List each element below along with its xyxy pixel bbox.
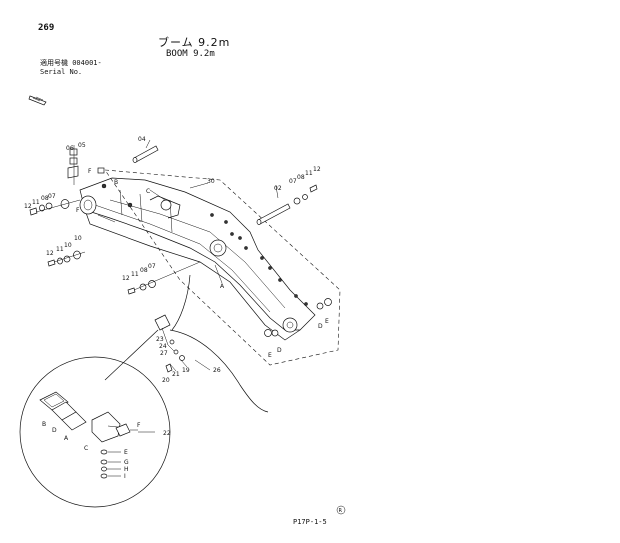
callout-12-cyl: 12	[122, 275, 130, 282]
callout-05: 05	[78, 142, 86, 149]
diagram-title-english: BOOM 9.2m	[166, 49, 215, 59]
callout-12-right: 12	[313, 166, 321, 173]
callout-07-right: 07	[289, 178, 297, 185]
callout-27: 27	[160, 350, 168, 357]
boom-top-bosses	[101, 183, 308, 306]
callout-26: 26	[213, 367, 221, 374]
applicable-serial-range: 適用号機 004001-	[40, 59, 102, 67]
callout-19: 19	[182, 367, 190, 374]
callout-e-right: E	[325, 318, 329, 325]
callout-f-left: F	[76, 207, 80, 214]
callout-12-mid: 12	[46, 250, 54, 257]
callout-11-cyl: 11	[131, 271, 139, 278]
pin-02	[256, 184, 318, 225]
diagram-title-japanese: ブーム 9.2m	[158, 36, 231, 49]
light-detail-view	[19, 356, 171, 508]
callout-11-right: 11	[305, 170, 313, 177]
orientation-mark	[28, 95, 47, 106]
registered-mark-icon: R	[336, 505, 346, 515]
callout-i-detail: I	[124, 473, 126, 480]
callout-07-left: 07	[48, 193, 56, 200]
callout-e-detail: E	[124, 449, 128, 456]
callout-23: 23	[156, 336, 164, 343]
callout-10: 10	[74, 235, 82, 242]
callout-08-left: 08	[41, 195, 49, 202]
callout-30: 30	[207, 178, 215, 185]
callout-e-left: E	[268, 352, 272, 359]
head-pin-hardware	[264, 298, 332, 337]
callout-d-left: D	[277, 347, 282, 354]
serial-number-label: Serial No.	[40, 68, 83, 76]
callout-c-detail: C	[84, 445, 88, 452]
cylinder-pin-hardware	[127, 261, 201, 295]
callout-10-mid: 10	[64, 242, 72, 249]
callout-12-left: 12	[24, 203, 32, 210]
callout-f-upper: F	[88, 168, 92, 175]
svg-text:R: R	[339, 508, 343, 514]
pin-04	[132, 139, 159, 163]
callout-d-detail: D	[52, 427, 57, 434]
left-upper-hardware	[67, 145, 105, 185]
callout-24: 24	[159, 343, 167, 350]
callout-08-right: 08	[297, 174, 305, 181]
callout-02: 02	[274, 185, 282, 192]
page-number: 269	[38, 23, 55, 33]
work-light-assembly	[154, 274, 269, 413]
callout-h-detail: H	[124, 466, 129, 473]
callout-c-upper: C	[146, 188, 150, 195]
page-code: P17P-1-5	[293, 518, 327, 526]
callout-b-detail: B	[42, 421, 46, 428]
callout-g-detail: G	[124, 459, 129, 466]
callout-07-cyl: 07	[148, 263, 156, 270]
left-mid-hardware	[47, 250, 86, 267]
callout-06: 06	[66, 145, 74, 152]
callout-11-left: 11	[32, 199, 40, 206]
callout-f-detail: F	[137, 422, 141, 429]
callout-a-detail: A	[64, 435, 69, 442]
callout-b-upper: B	[114, 179, 118, 186]
leader-lines	[97, 182, 279, 372]
callout-a-main: A	[220, 283, 225, 290]
boom-assembly	[79, 169, 341, 366]
detail-leader	[104, 329, 159, 381]
callout-21: 21	[172, 371, 180, 378]
callout-20: 20	[162, 377, 170, 384]
callout-04: 04	[138, 136, 146, 143]
callout-d-right: D	[318, 323, 323, 330]
callout-22: 22	[163, 430, 171, 437]
callout-11-mid: 11	[56, 246, 64, 253]
left-foot-pin-hardware	[29, 199, 81, 216]
callout-08-cyl: 08	[140, 267, 148, 274]
